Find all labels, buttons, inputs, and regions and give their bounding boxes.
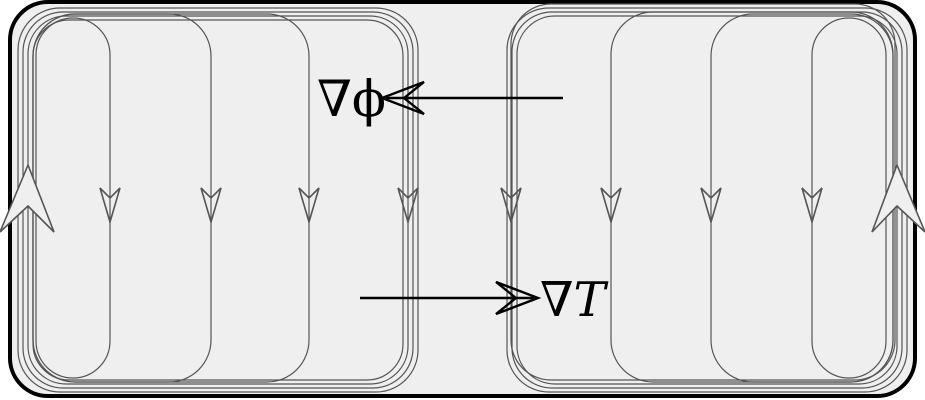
grad-t-variable: T	[573, 272, 606, 328]
down-arrow-4	[397, 187, 419, 225]
grad-t-label: ∇T	[540, 276, 606, 324]
down-arrow-5	[500, 187, 522, 225]
down-arrow-3	[298, 187, 320, 225]
grad-t-arrow	[360, 280, 542, 316]
grad-phi-label: ∇ϕ	[317, 70, 386, 128]
down-arrow-8	[801, 187, 823, 225]
grad-phi-head	[378, 80, 425, 116]
up-arrow-right	[871, 162, 925, 233]
grad-phi-arrow	[378, 80, 563, 116]
container-box	[8, 0, 917, 398]
up-arrowheads	[0, 162, 925, 233]
down-arrow-7	[700, 187, 722, 225]
down-arrow-6	[600, 187, 622, 225]
down-arrow-1	[99, 187, 121, 225]
up-arrow-left	[0, 162, 55, 233]
down-arrowheads	[99, 187, 823, 225]
grad-t-head	[495, 280, 542, 316]
grad-t-nabla: ∇	[540, 272, 574, 328]
down-arrow-2	[200, 187, 222, 225]
